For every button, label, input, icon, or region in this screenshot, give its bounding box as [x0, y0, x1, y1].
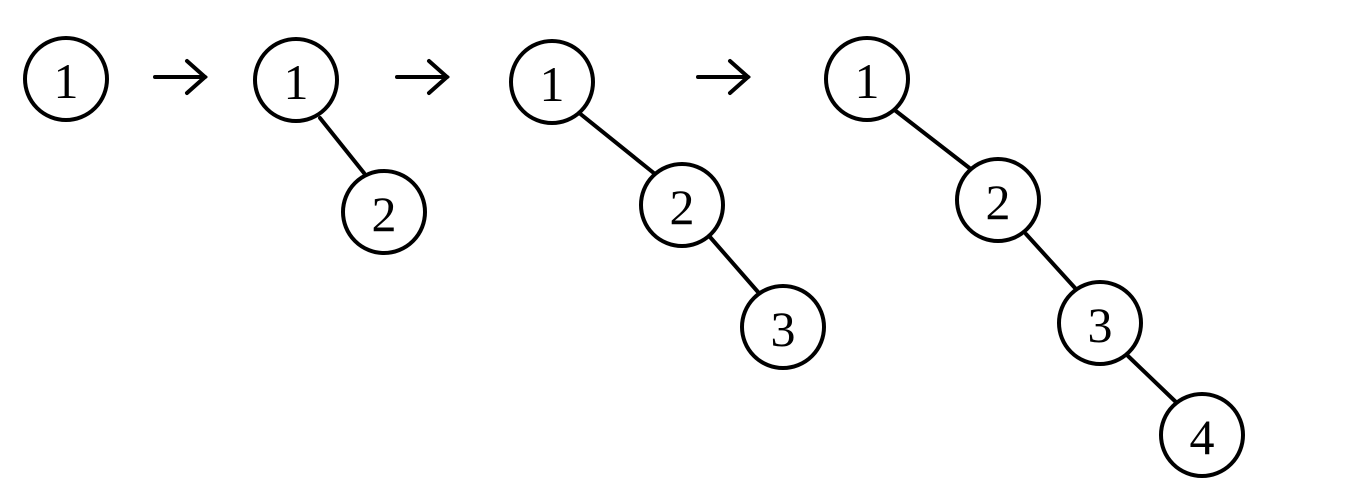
node-label: 2	[986, 174, 1011, 230]
node-circle	[509, 39, 595, 125]
node-label: 1	[284, 54, 309, 110]
tree-node: 3	[1057, 280, 1143, 366]
node-label: 3	[1088, 297, 1113, 353]
tree-edge	[890, 106, 974, 172]
tree-node: 1	[509, 39, 595, 125]
right-arrow-icon	[696, 59, 752, 95]
tree-edge	[1126, 354, 1180, 406]
tree-node: 2	[639, 162, 725, 248]
tree-node: 2	[955, 157, 1041, 243]
node-circle	[253, 37, 339, 123]
node-circle	[955, 157, 1041, 243]
tree-node: 2	[341, 169, 427, 255]
node-circle	[1057, 280, 1143, 366]
tree-edge	[318, 116, 366, 175]
right-arrow-icon	[395, 59, 451, 95]
tree-edge	[576, 110, 657, 176]
node-circle	[824, 36, 910, 122]
node-label: 1	[54, 53, 79, 109]
right-arrow-icon	[153, 59, 209, 95]
tree-edge	[708, 235, 760, 294]
node-circle	[341, 169, 427, 255]
node-circle	[23, 36, 109, 122]
node-circle	[639, 162, 725, 248]
tree-node: 1	[23, 36, 109, 122]
node-label: 2	[670, 179, 695, 235]
stage-1: 1	[23, 36, 109, 122]
node-label: 1	[855, 53, 880, 109]
tree-edge	[1024, 232, 1077, 290]
stage-3: 1 2 3	[509, 39, 826, 370]
node-label: 4	[1190, 409, 1215, 465]
node-label: 3	[771, 301, 796, 357]
tree-node: 1	[824, 36, 910, 122]
tree-node: 4	[1159, 392, 1245, 478]
node-circle	[740, 284, 826, 370]
tree-node: 1	[253, 37, 339, 123]
stage-4: 1 2 3 4	[824, 36, 1245, 478]
node-label: 2	[372, 186, 397, 242]
stage-2: 1 2	[253, 37, 427, 255]
node-circle	[1159, 392, 1245, 478]
tree-node: 3	[740, 284, 826, 370]
node-label: 1	[540, 56, 565, 112]
